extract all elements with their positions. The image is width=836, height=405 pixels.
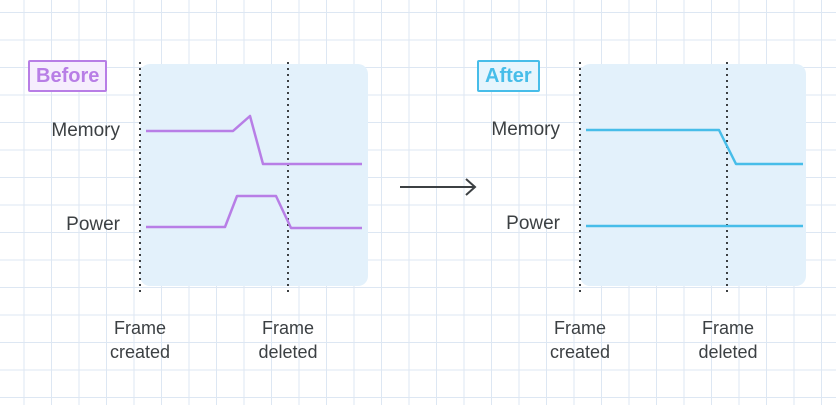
before-chart — [139, 62, 368, 294]
before-power-line — [146, 194, 362, 230]
after-frame-created-line2: created — [549, 342, 611, 362]
before-panel: Before Memory Power Frame created Frame … — [0, 0, 410, 405]
after-chart — [579, 62, 806, 294]
before-frame-deleted-line2: deleted — [258, 342, 318, 362]
after-shaded-region — [580, 64, 806, 286]
before-badge: Before — [28, 60, 108, 92]
after-frame-deleted-line1: Frame — [701, 318, 754, 338]
before-frame-created-line2: created — [109, 342, 171, 362]
before-memory-label: Memory — [51, 120, 120, 141]
after-frame-created-line1: Frame — [553, 318, 606, 338]
before-memory-line — [146, 114, 362, 166]
after-power-label: Power — [506, 213, 560, 234]
after-memory-line — [586, 128, 803, 166]
after-memory-label: Memory — [491, 119, 560, 140]
before-frame-deleted-line1: Frame — [261, 318, 314, 338]
before-shaded-region — [140, 64, 368, 286]
before-frame-deleted-label: Frame deleted — [228, 316, 348, 364]
after-frame-deleted-label: Frame deleted — [668, 316, 788, 364]
before-frame-created-line1: Frame — [113, 318, 166, 338]
before-power-label: Power — [66, 214, 120, 235]
before-frame-created-label: Frame created — [80, 316, 200, 364]
after-badge: After — [477, 60, 540, 92]
arrow-right-icon — [400, 178, 477, 196]
after-frame-deleted-line2: deleted — [698, 342, 758, 362]
after-panel: After Memory Power Frame created Frame d… — [418, 0, 828, 405]
after-frame-created-label: Frame created — [520, 316, 640, 364]
